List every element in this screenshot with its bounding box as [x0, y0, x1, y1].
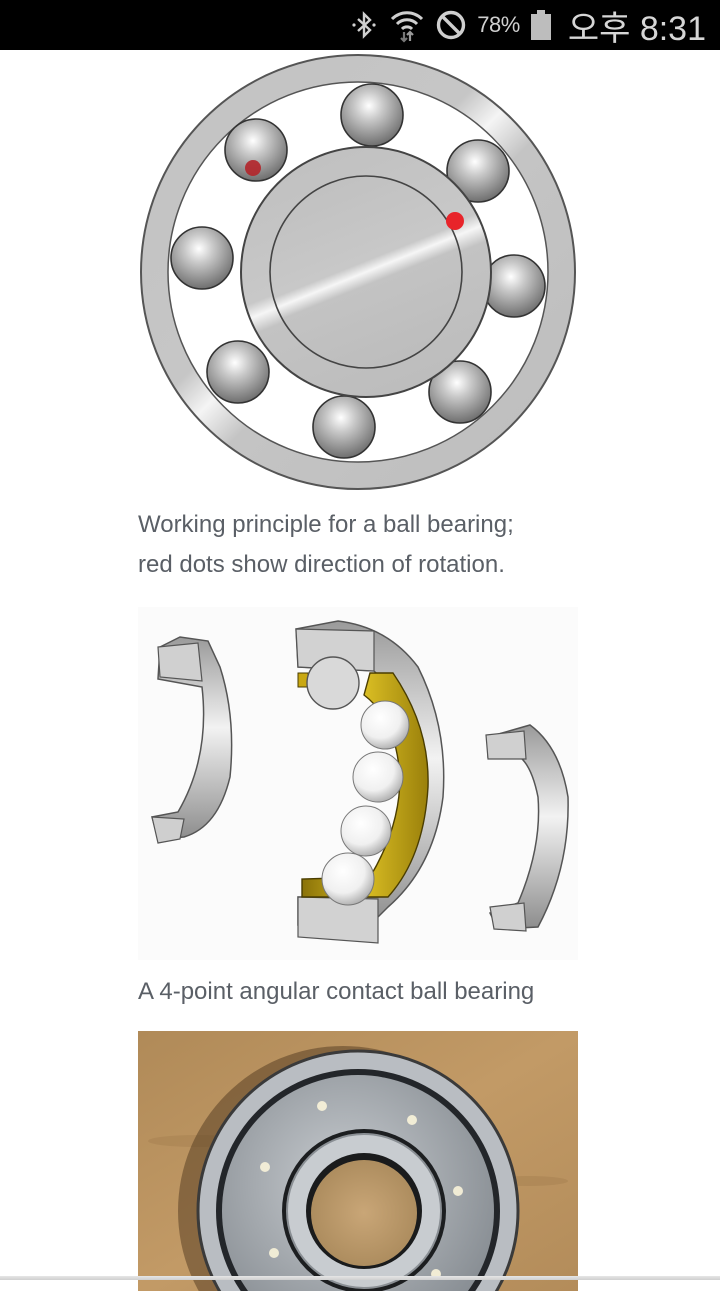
- figure-caption: Working principle for a ball bearing; re…: [138, 511, 514, 578]
- do-not-disturb-icon: [435, 9, 467, 41]
- battery-icon: [530, 9, 552, 41]
- status-bar: 78% 오후 8:31: [0, 0, 720, 50]
- battery-percent: 78%: [477, 12, 520, 37]
- ball-bearing-diagram[interactable]: [138, 50, 578, 495]
- clock: 오후 8:31: [567, 9, 706, 48]
- figure-caption: A 4-point angular contact ball bearing: [138, 978, 535, 1005]
- bluetooth-icon: [349, 10, 379, 40]
- article-content: Working principle for a ball bearing; re…: [138, 50, 578, 1296]
- angular-contact-bearing-exploded[interactable]: [138, 607, 578, 960]
- wifi-icon: [389, 7, 425, 43]
- bottom-edge: [0, 1276, 720, 1280]
- ball-bearing-photo[interactable]: [138, 1031, 578, 1296]
